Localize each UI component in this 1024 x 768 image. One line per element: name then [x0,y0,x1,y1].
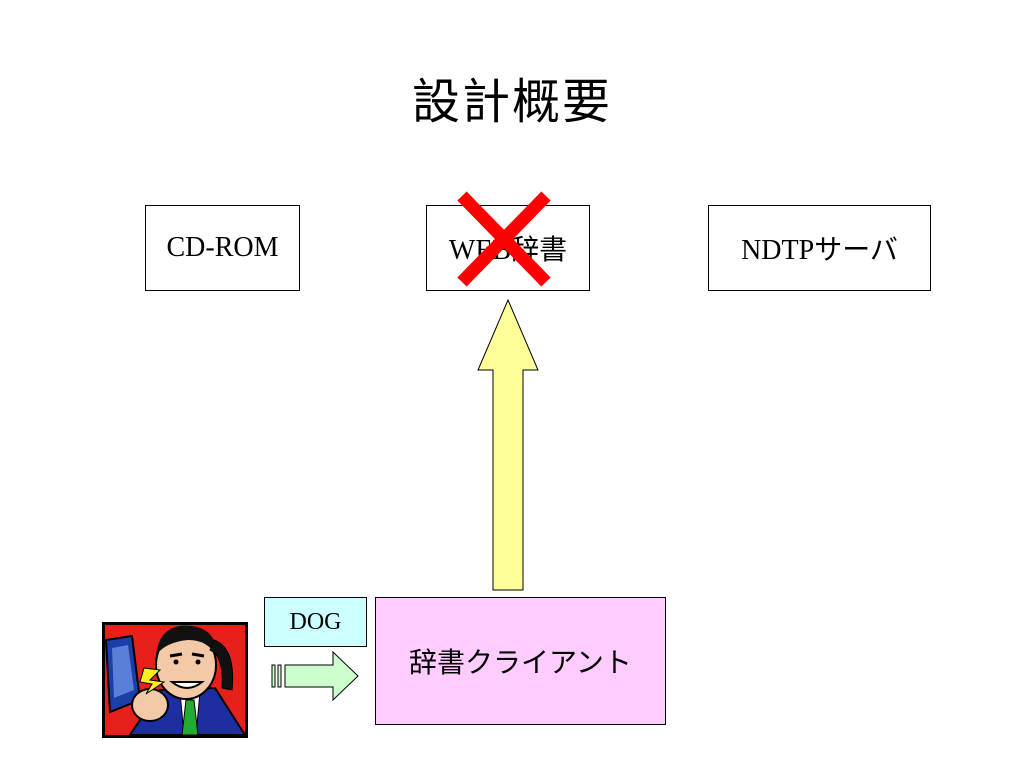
dictionary-client-label: 辞書クライアント [409,646,632,679]
cross-icon [457,191,551,287]
ndtp-server-node: NDTPサーバ [708,205,931,291]
ndtp-server-label: NDTPサーバ [741,235,898,266]
cdrom-node: CD-ROM [145,205,300,291]
dog-node: DOG [264,597,367,647]
cdrom-label: CD-ROM [166,232,279,263]
slide-title: 設計概要 [411,74,612,130]
man-on-phone-icon [102,622,248,738]
dictionary-client-node: 辞書クライアント [375,597,666,725]
right-arrow-icon [271,650,359,702]
up-arrow [477,298,539,591]
dog-label: DOG [289,608,342,635]
